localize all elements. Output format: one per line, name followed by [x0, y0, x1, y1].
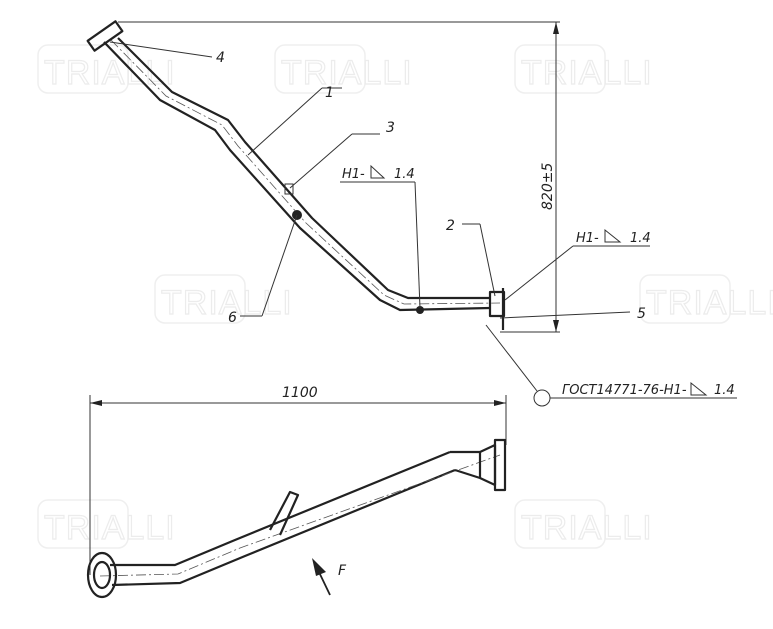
- svg-text:H1-: H1-: [576, 231, 599, 246]
- callout-4: 4: [216, 50, 225, 66]
- view-arrow-label: F: [338, 563, 347, 579]
- bracket-side: [269, 490, 300, 536]
- svg-text:TRIALLI: TRIALLI: [521, 54, 653, 92]
- watermark: TRIALLI: [37, 44, 176, 94]
- pipe-top-view: [86, 20, 506, 330]
- weld-symbol-2: H1- 1.4: [576, 228, 651, 246]
- flange-side-outlet: [493, 438, 507, 492]
- svg-text:1.4: 1.4: [630, 231, 651, 246]
- svg-text:1.4: 1.4: [394, 167, 415, 182]
- nut-weld: [416, 306, 424, 314]
- svg-text:TRIALLI: TRIALLI: [646, 284, 773, 322]
- svg-text:ГОСТ14771-76-H1-: ГОСТ14771-76-H1-: [562, 383, 687, 398]
- weld-standard-note: ГОСТ14771-76-H1- 1.4: [562, 381, 735, 398]
- watermark: TRIALLI: [37, 499, 176, 549]
- callout-2: 2: [446, 218, 455, 234]
- svg-text:TRIALLI: TRIALLI: [161, 284, 293, 322]
- dimension-height-label: 820±5: [540, 163, 556, 210]
- svg-text:TRIALLI: TRIALLI: [44, 509, 176, 547]
- watermark: TRIALLI: [639, 274, 773, 324]
- svg-text:TRIALLI: TRIALLI: [521, 509, 653, 547]
- watermark-layer: TRIALLI TRIALLI TRIALLI TRIALLI TRIALLI …: [37, 44, 773, 549]
- dimension-height: 820±5: [118, 21, 560, 333]
- callout-1: 1: [325, 85, 334, 101]
- dimension-length-label: 1100: [282, 385, 318, 401]
- bracket-3: [284, 183, 294, 195]
- watermark: TRIALLI: [274, 44, 413, 94]
- svg-text:H1-: H1-: [342, 167, 365, 182]
- view-arrow-f: F: [312, 558, 347, 596]
- flange-side-inlet: [86, 551, 118, 599]
- callout-5: 5: [637, 306, 646, 322]
- svg-text:TRIALLI: TRIALLI: [44, 54, 176, 92]
- callout-6: 6: [228, 310, 237, 326]
- weld-symbol-1: H1- 1.4: [342, 164, 415, 182]
- svg-text:TRIALLI: TRIALLI: [281, 54, 413, 92]
- pipe-side-view: [86, 438, 507, 599]
- svg-text:1.4: 1.4: [714, 383, 735, 398]
- watermark: TRIALLI: [514, 44, 653, 94]
- callout-3: 3: [386, 120, 395, 136]
- watermark: TRIALLI: [154, 274, 293, 324]
- leaders: [109, 41, 737, 407]
- flange-top: [86, 20, 124, 52]
- dimension-length: 1100: [89, 385, 507, 575]
- watermark: TRIALLI: [514, 499, 653, 549]
